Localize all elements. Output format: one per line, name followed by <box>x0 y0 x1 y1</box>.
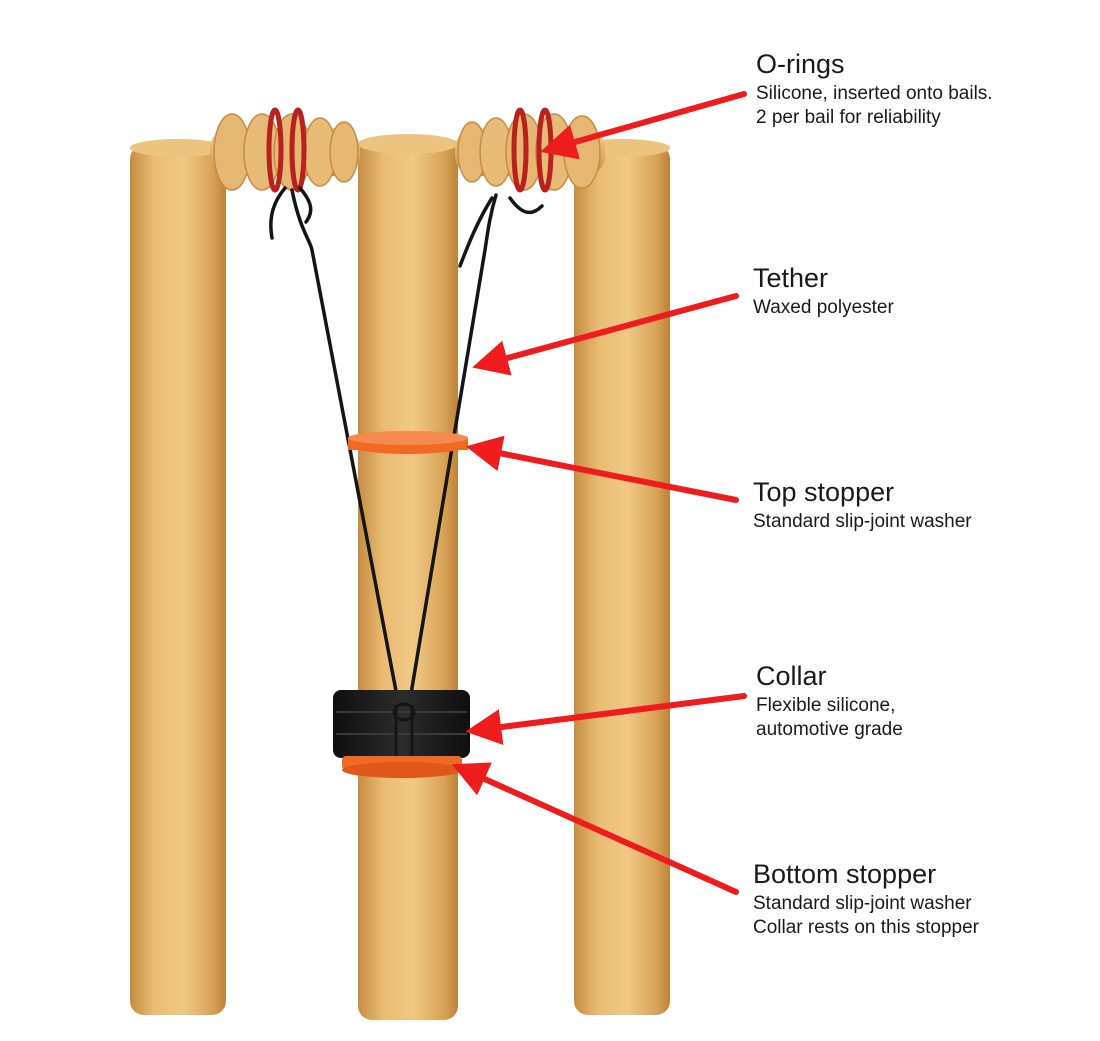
callout-o-rings: O-rings Silicone, inserted onto bails. 2… <box>756 48 993 130</box>
callout-desc-line-2: Collar rests on this stopper <box>753 917 979 938</box>
callout-collar: Collar Flexible silicone, automotive gra… <box>756 660 903 742</box>
callout-desc-line-1: Silicone, inserted onto bails. <box>756 83 993 104</box>
callout-title: O-rings <box>756 49 845 79</box>
callout-title: Collar <box>756 661 827 691</box>
callout-top-stopper: Top stopper Standard slip-joint washer <box>753 476 972 534</box>
callout-desc-line-1: Flexible silicone, <box>756 695 896 716</box>
callout-arrows <box>451 91 747 895</box>
arrow-bottom-stopper <box>451 762 739 895</box>
tether <box>269 186 544 714</box>
callout-desc-line-1: Standard slip-joint washer <box>753 511 972 532</box>
callout-bottom-stopper: Bottom stopper Standard slip-joint washe… <box>753 858 979 940</box>
callout-tether: Tether Waxed polyester <box>753 262 894 320</box>
right-bail <box>455 113 605 191</box>
left-bail <box>210 113 360 191</box>
callout-desc-line-2: automotive grade <box>756 719 903 740</box>
bottom-stopper <box>342 756 462 778</box>
arrow-tether <box>472 293 739 376</box>
top-stopper <box>348 431 468 454</box>
callout-desc-line-2: 2 per bail for reliability <box>756 107 941 128</box>
right-stump <box>574 139 670 1015</box>
callout-desc-line-1: Standard slip-joint washer <box>753 893 972 914</box>
left-stump <box>130 139 226 1015</box>
callout-desc-line-1: Waxed polyester <box>753 297 894 318</box>
arrow-o-rings <box>540 91 747 160</box>
callout-title: Bottom stopper <box>753 859 937 889</box>
arrow-top-stopper <box>465 435 739 503</box>
callout-title: Tether <box>753 263 829 293</box>
callout-title: Top stopper <box>753 477 895 507</box>
arrow-collar <box>465 693 747 745</box>
middle-stump <box>358 134 458 1020</box>
